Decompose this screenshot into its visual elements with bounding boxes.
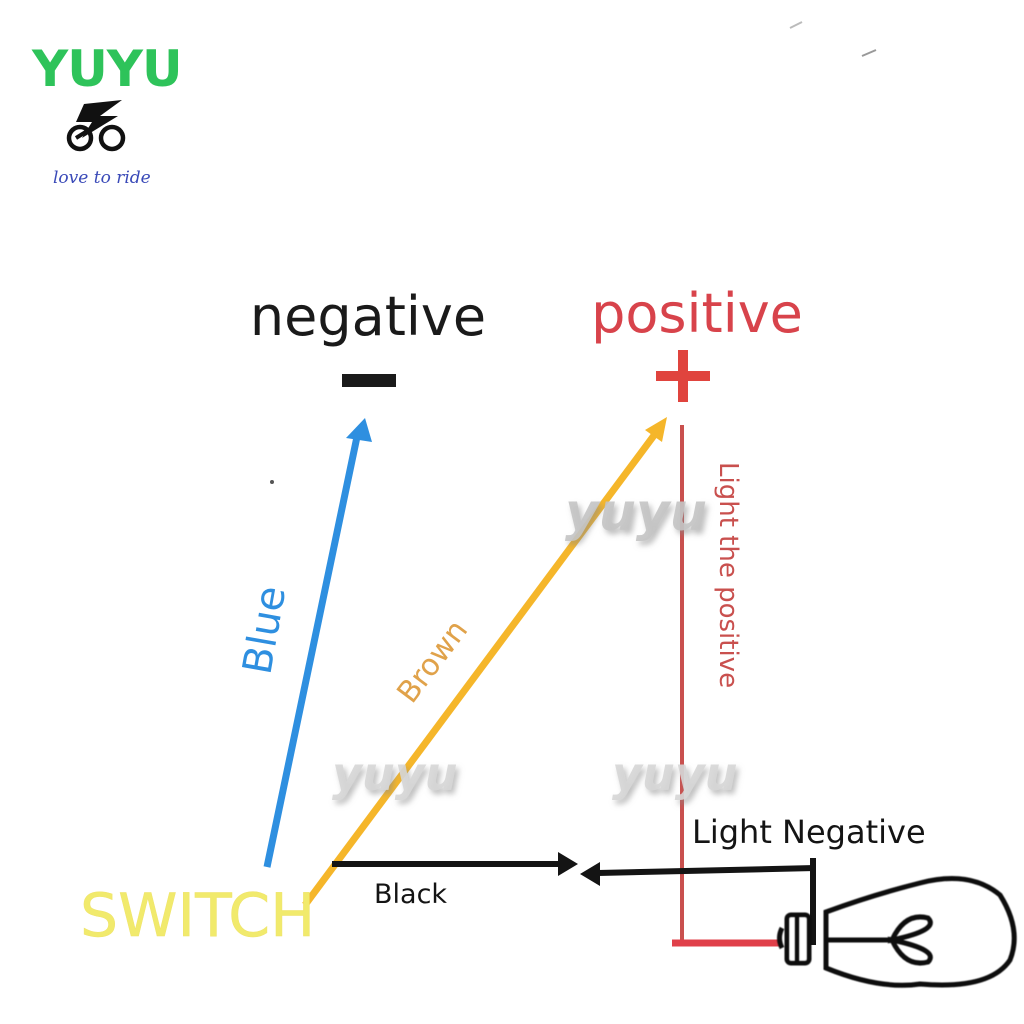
light-positive-wire <box>672 425 780 947</box>
switch-label: SWITCH <box>80 881 315 951</box>
light-negative-label: Light Negative <box>692 813 926 851</box>
speck <box>270 480 274 484</box>
minus-icon <box>342 374 396 387</box>
blue-wire-label: Blue <box>235 583 296 678</box>
light-positive-label: Light the positive <box>713 462 743 688</box>
brand-tagline: love to ride <box>53 168 151 188</box>
black-wire <box>332 852 578 876</box>
negative-label: negative <box>250 285 486 348</box>
speck <box>861 49 877 57</box>
brand-logo: YUYU love to ride <box>30 40 183 192</box>
blue-wire <box>263 418 372 868</box>
cyclist-icon <box>66 100 126 152</box>
brand-name: YUYU <box>32 40 183 98</box>
watermark: yuyu <box>565 483 707 543</box>
speck <box>789 21 803 29</box>
black-wire-label: Black <box>374 879 447 910</box>
brown-wire <box>302 417 667 908</box>
light-negative-wire <box>580 858 816 945</box>
plus-icon <box>656 350 710 402</box>
watermark: yuyu <box>612 747 737 801</box>
light-bulb-icon <box>777 876 1017 988</box>
watermark: yuyu <box>332 747 457 801</box>
positive-label: positive <box>591 282 803 345</box>
